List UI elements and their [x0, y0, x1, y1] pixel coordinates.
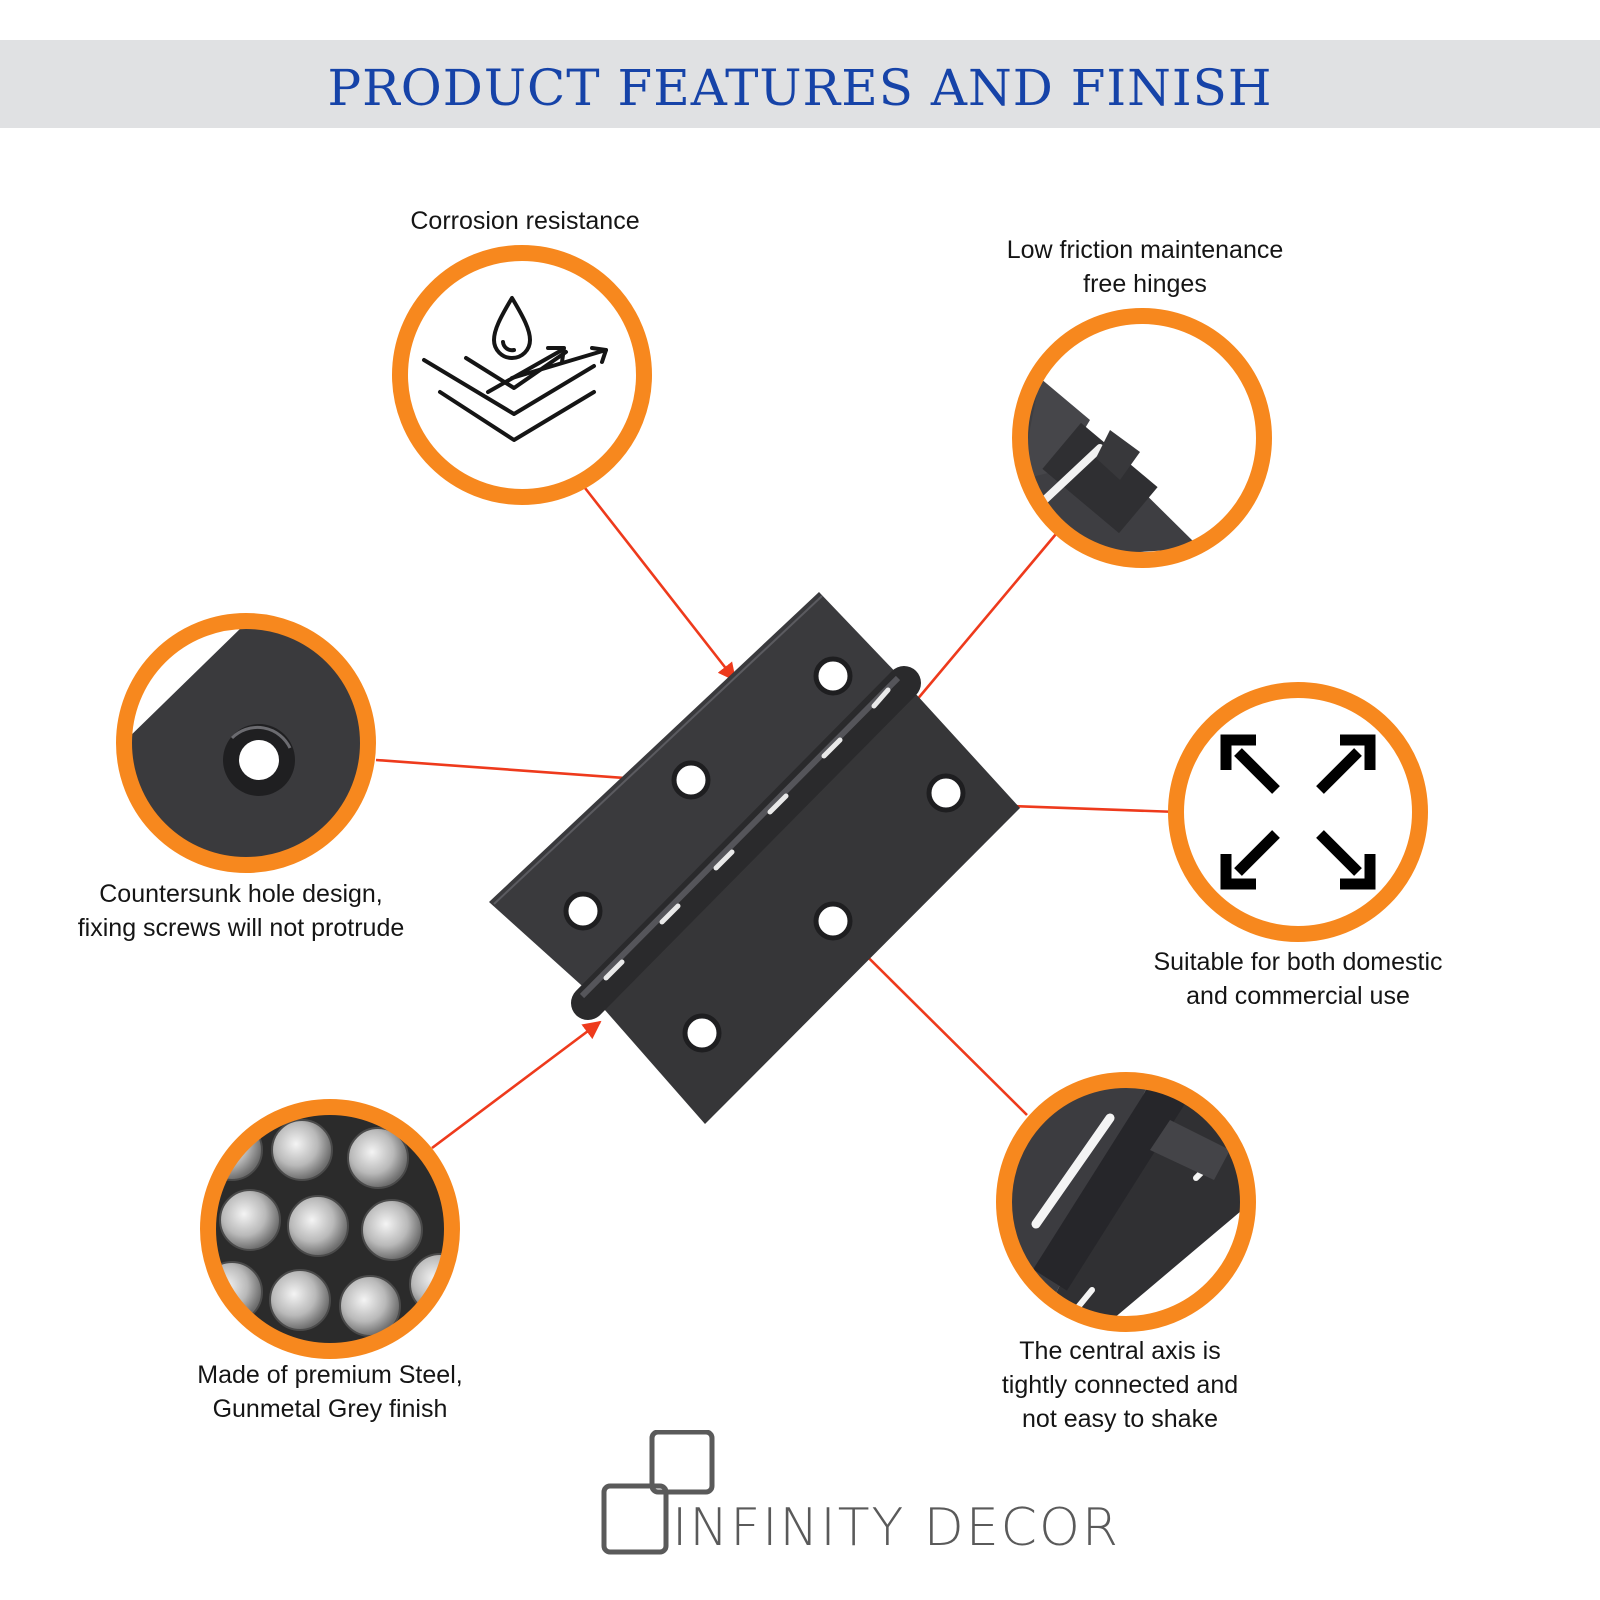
- caption-material: Made of premium Steel, Gunmetal Grey fin…: [197, 1361, 463, 1423]
- arrow-material: [431, 1020, 602, 1150]
- caption-corrosion: Corrosion resistance: [410, 207, 640, 235]
- hinge-product-image: [489, 592, 1020, 1124]
- logo-squares-icon: [601, 1430, 715, 1555]
- title-banner: PRODUCT FEATURES AND FINISH: [0, 40, 1600, 128]
- friction-feature-badge: [1012, 308, 1272, 568]
- arrow-friction: [898, 533, 1057, 722]
- caption-friction: Low friction maintenance free hinges: [1006, 236, 1284, 298]
- caption-countersunk: Countersunk hole design, fixing screws w…: [77, 880, 405, 942]
- expand-arrows-icon: [1220, 734, 1376, 890]
- water-drop-layers-icon: [422, 296, 608, 442]
- arrow-countersunk: [375, 758, 669, 789]
- usage-feature-badge: [1168, 682, 1428, 942]
- caption-axis: The central axis is tightly connected an…: [1001, 1337, 1239, 1433]
- countersunk-feature-badge: [116, 613, 376, 873]
- corrosion-feature-badge: [392, 245, 652, 505]
- brand-logo: INFINITY DECOR: [600, 1430, 1118, 1560]
- brand-name: INFINITY DECOR: [672, 1498, 1121, 1558]
- axis-feature-badge: [996, 1072, 1256, 1332]
- material-feature-badge: [200, 1099, 460, 1359]
- caption-usage: Suitable for both domestic and commercia…: [1153, 948, 1443, 1010]
- arrow-corrosion: [583, 487, 737, 682]
- page-title: PRODUCT FEATURES AND FINISH: [327, 59, 1273, 117]
